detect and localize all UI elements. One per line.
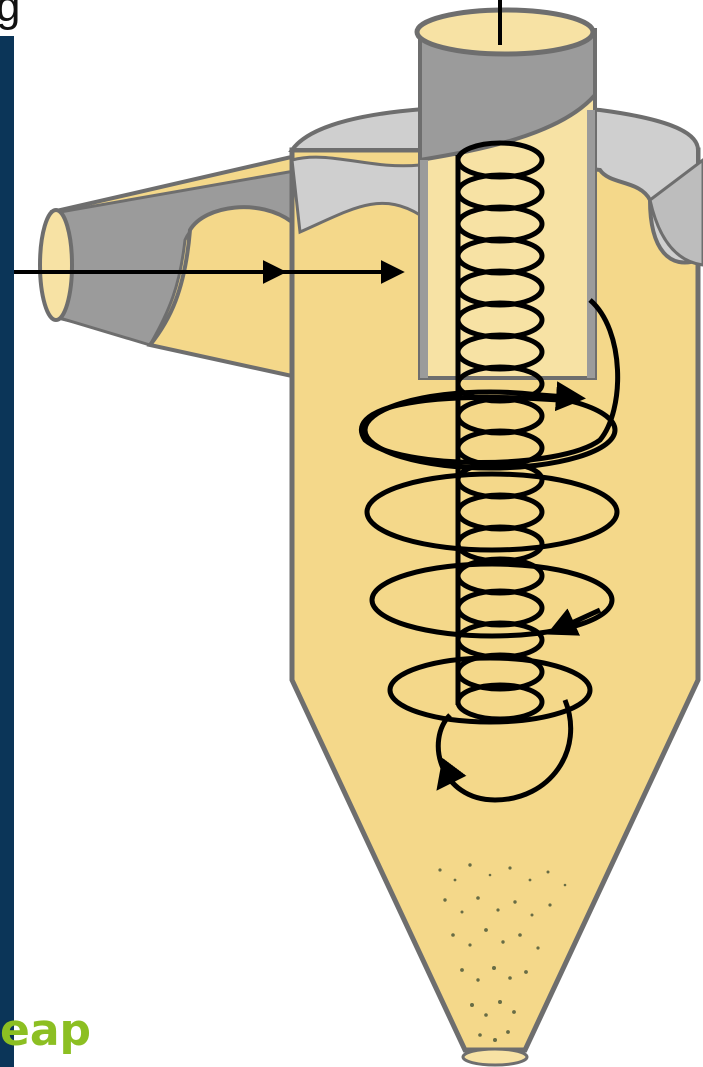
outlet-opening bbox=[417, 10, 593, 54]
spiral-flow-arrow-icon bbox=[540, 395, 580, 398]
inlet-opening bbox=[40, 210, 72, 320]
inlet-duct bbox=[40, 155, 300, 376]
vortex-finder bbox=[417, 0, 595, 378]
dust-outlet bbox=[463, 1049, 527, 1065]
